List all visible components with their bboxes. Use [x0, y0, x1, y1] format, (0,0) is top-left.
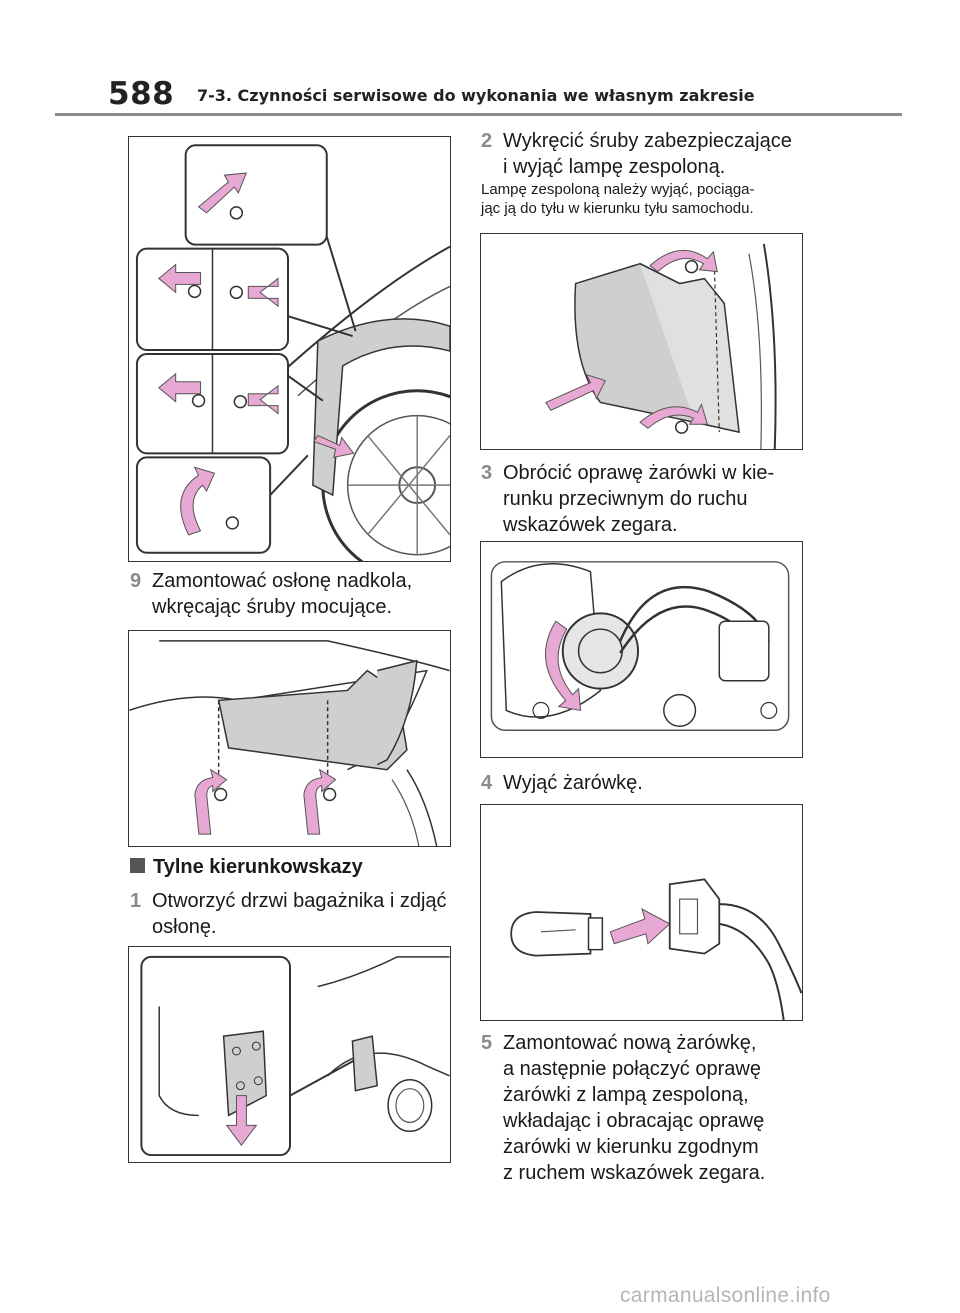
step-text: Obrócić oprawę żarówki w kie- runku prze… — [503, 462, 775, 536]
figure-wheel-liner-clips — [128, 136, 451, 562]
step-5: 5 Zamontować nową żarówkę, a następnie p… — [481, 1030, 821, 1186]
step-number: 3 — [481, 462, 493, 484]
step-2: 2 Wykręcić śruby zabezpieczające i wyjąć… — [481, 128, 821, 180]
step-number: 1 — [130, 890, 142, 912]
trunk-cover-illustration — [140, 955, 450, 1157]
section-title: Tylne kierunkowskazy — [153, 856, 363, 878]
liner-install-illustration — [129, 640, 450, 846]
header-divider — [55, 113, 902, 116]
step-4: 4 Wyjąć żarówkę. — [481, 770, 821, 796]
step-2-note: Lampę zespoloną należy wyjąć, pociąga- j… — [481, 181, 755, 217]
step-3: 3 Obrócić oprawę żarówki w kie- runku pr… — [481, 460, 821, 538]
figure-combination-lamp — [480, 233, 803, 450]
step-text: Zamontować nową żarówkę, a następnie poł… — [503, 1032, 766, 1184]
page-number: 588 — [108, 76, 175, 112]
figure-bulb-socket — [480, 541, 803, 758]
step-text: Wyjąć żarówkę. — [503, 772, 643, 794]
step-number: 2 — [481, 130, 493, 152]
step-text: Otworzyć drzwi bagażnika i zdjąć osłonę. — [152, 890, 447, 938]
bulb-socket-illustration — [490, 561, 790, 731]
wheel-liner-illustration — [135, 144, 450, 561]
combination-lamp-illustration — [545, 243, 777, 449]
page-header: 588 7-3. Czynności serwisowe do wykonani… — [0, 0, 960, 118]
step-number: 5 — [481, 1032, 493, 1054]
bulb-removal-illustration — [510, 878, 802, 1020]
step-text: Wykręcić śruby zabezpieczające i wyjąć l… — [503, 130, 792, 178]
step-1: 1 Otworzyć drzwi bagażnika i zdjąć osłon… — [130, 888, 460, 940]
step-number: 9 — [130, 570, 142, 592]
step-9: 9 Zamontować osłonę nadkola, wkręcając ś… — [130, 568, 460, 620]
section-square-icon — [130, 858, 145, 873]
section-heading: Tylne kierunkowskazy — [130, 856, 363, 879]
chapter-title: 7-3. Czynności serwisowe do wykonania we… — [197, 86, 755, 105]
step-text: Zamontować osłonę nadkola, wkręcając śru… — [152, 570, 413, 618]
watermark: carmanualsonline.info — [620, 1284, 831, 1307]
figure-liner-install — [128, 630, 451, 847]
step-number: 4 — [481, 772, 493, 794]
figure-bulb-removal — [480, 804, 803, 1021]
figure-trunk-cover — [128, 946, 451, 1163]
